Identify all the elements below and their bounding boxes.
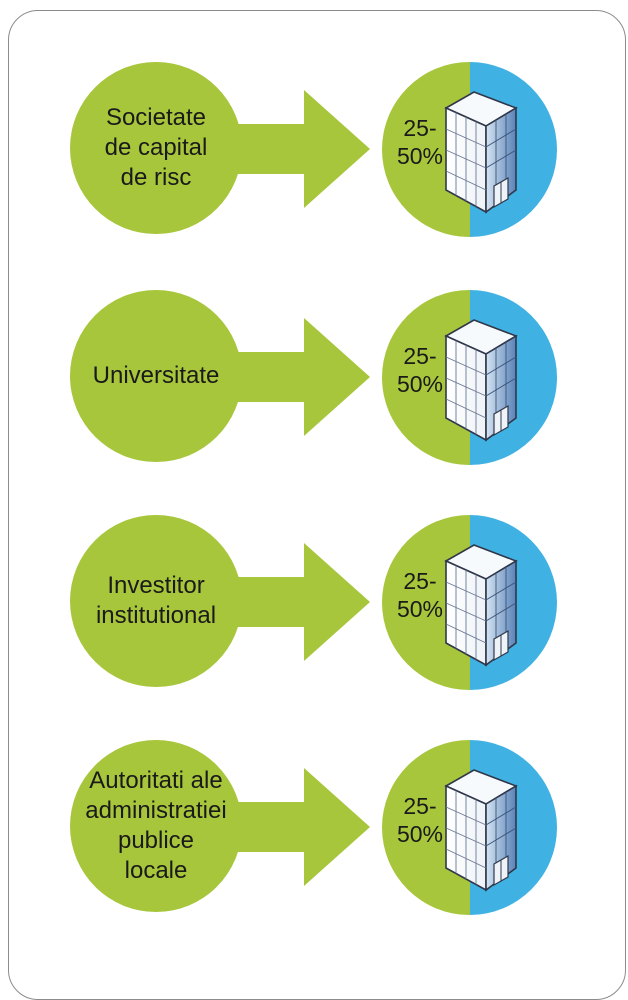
- ownership-circle: 25- 50%: [382, 62, 557, 237]
- building-icon: [445, 319, 517, 441]
- source-label: Autoritati ale administratiei publice lo…: [85, 767, 227, 884]
- percentage-line-1: 25-: [403, 793, 437, 819]
- source-label: Universitate: [92, 362, 220, 389]
- percentage-line-2: 50%: [396, 143, 444, 169]
- percentage-line-1: 25-: [403, 568, 437, 594]
- percentage-line-1: 25-: [403, 115, 437, 141]
- ownership-percentage: 25- 50%: [390, 567, 450, 623]
- right-arrow-icon: [230, 543, 370, 661]
- source-label: Societate de capital de risc: [104, 104, 208, 191]
- investor-row-university: Universitate 25- 50%: [0, 290, 628, 470]
- investor-row-local-authorities: Autoritati ale administratiei publice lo…: [0, 740, 628, 920]
- source-circle: Autoritati ale administratiei publice lo…: [70, 740, 242, 912]
- ownership-percentage: 25- 50%: [390, 114, 450, 170]
- building-icon: [445, 91, 517, 213]
- investor-row-institutional: Investitor institutional 25- 50%: [0, 515, 628, 695]
- ownership-circle: 25- 50%: [382, 290, 557, 465]
- percentage-line-2: 50%: [396, 596, 444, 622]
- percentage-line-1: 25-: [403, 343, 437, 369]
- percentage-line-2: 50%: [396, 371, 444, 397]
- right-arrow-icon: [230, 768, 370, 886]
- right-arrow-icon: [230, 90, 370, 208]
- source-circle: Societate de capital de risc: [70, 62, 242, 234]
- building-icon: [445, 769, 517, 891]
- ownership-circle: 25- 50%: [382, 515, 557, 690]
- building-icon: [445, 544, 517, 666]
- source-label: Investitor institutional: [95, 572, 217, 629]
- source-circle: Investitor institutional: [70, 515, 242, 687]
- ownership-percentage: 25- 50%: [390, 792, 450, 848]
- source-circle: Universitate: [70, 290, 242, 462]
- ownership-percentage: 25- 50%: [390, 342, 450, 398]
- percentage-line-2: 50%: [396, 821, 444, 847]
- ownership-circle: 25- 50%: [382, 740, 557, 915]
- investor-row-venture-capital: Societate de capital de risc 25- 50%: [0, 62, 628, 242]
- right-arrow-icon: [230, 318, 370, 436]
